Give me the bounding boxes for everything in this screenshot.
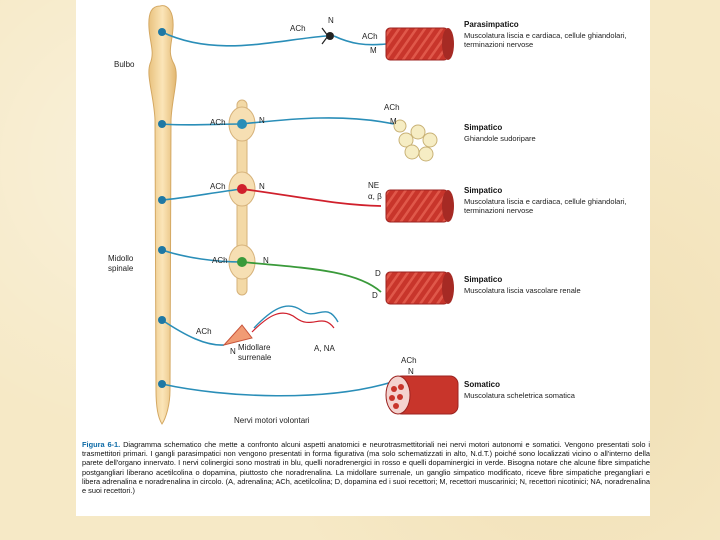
row-desc: Muscolatura liscia vascolare renale (464, 286, 581, 295)
row-title: Somatico (464, 380, 501, 389)
row-desc: Muscolatura liscia e cardiaca, cellule g… (464, 31, 627, 49)
somatic-motor-nerve (161, 381, 393, 397)
adrenal-medulla-cell (222, 324, 253, 346)
row-desc: Ghiandole sudoripare (464, 134, 536, 143)
figure-panel: Bulbo Midollo spinale Nervi motori volon… (76, 0, 650, 516)
skeletal-muscle-icon (385, 375, 459, 415)
label-n: N (328, 16, 334, 25)
exit-dot (158, 196, 166, 204)
label-n: N (408, 367, 414, 376)
label-n: N (259, 182, 265, 191)
label-n: N (259, 116, 265, 125)
label-a-na: A, NA (314, 344, 335, 353)
exit-dot (158, 380, 166, 388)
label-m: M (390, 117, 397, 126)
sympathetic-post-3 (241, 261, 382, 293)
parasympathetic-preganglionic (161, 31, 327, 47)
label-d: D (375, 269, 381, 278)
label-ach: ACh (212, 256, 228, 265)
exit-dot (158, 246, 166, 254)
label-ne: NE (368, 181, 380, 190)
label-midollare-surrenale: Midollare surrenale (238, 343, 272, 362)
exit-dot (158, 120, 166, 128)
sweat-gland-icon (393, 119, 438, 162)
label-ach: ACh (401, 356, 417, 365)
label-nervi-motori: Nervi motori volontari (234, 416, 310, 425)
sympathetic-pre-2 (161, 188, 243, 201)
figure-caption: Figura 6-1. Diagramma schematico che met… (82, 440, 650, 495)
adrenal-preganglionic (161, 319, 225, 346)
label-d: D (372, 291, 378, 300)
sympathetic-post-1 (241, 117, 395, 125)
exit-dot (158, 316, 166, 324)
row-title: Simpatico (464, 275, 503, 284)
caption-text: Diagramma schematico che mette a confron… (82, 440, 650, 496)
label-ach: ACh (196, 327, 212, 336)
label-n: N (263, 256, 269, 265)
spinal-cord (148, 5, 177, 425)
circulation-red (251, 312, 335, 333)
row-desc: Muscolatura liscia e cardiaca, cellule g… (464, 197, 627, 215)
smooth-muscle-3 (385, 271, 454, 305)
sympathetic-pre-1 (161, 123, 243, 126)
parasympathetic-postganglionic (333, 35, 387, 46)
smooth-muscle-2 (385, 189, 454, 223)
label-ach: ACh (384, 103, 400, 112)
label-ach: ACh (362, 32, 378, 41)
label-alpha-beta: α, β (368, 192, 382, 201)
label-bulbo: Bulbo (114, 60, 135, 69)
label-ach: ACh (210, 118, 226, 127)
row-desc: Muscolatura scheletrica somatica (464, 391, 575, 400)
circulation-blue (253, 305, 339, 329)
label-n: N (230, 347, 236, 356)
autonomic-diagram (148, 5, 459, 425)
label-m: M (370, 46, 377, 55)
exit-dot (158, 28, 166, 36)
label-ach: ACh (290, 24, 306, 33)
sympathetic-post-2 (241, 188, 382, 207)
row-title: Simpatico (464, 186, 503, 195)
smooth-muscle-1 (385, 27, 454, 61)
sympathetic-pre-3 (161, 249, 243, 263)
label-ach: ACh (210, 182, 226, 191)
row-title: Parasimpatico (464, 20, 519, 29)
row-title: Simpatico (464, 123, 503, 132)
label-midollo-spinale: Midollo spinale (108, 254, 134, 273)
figure-label: Figura 6-1. (82, 440, 121, 449)
